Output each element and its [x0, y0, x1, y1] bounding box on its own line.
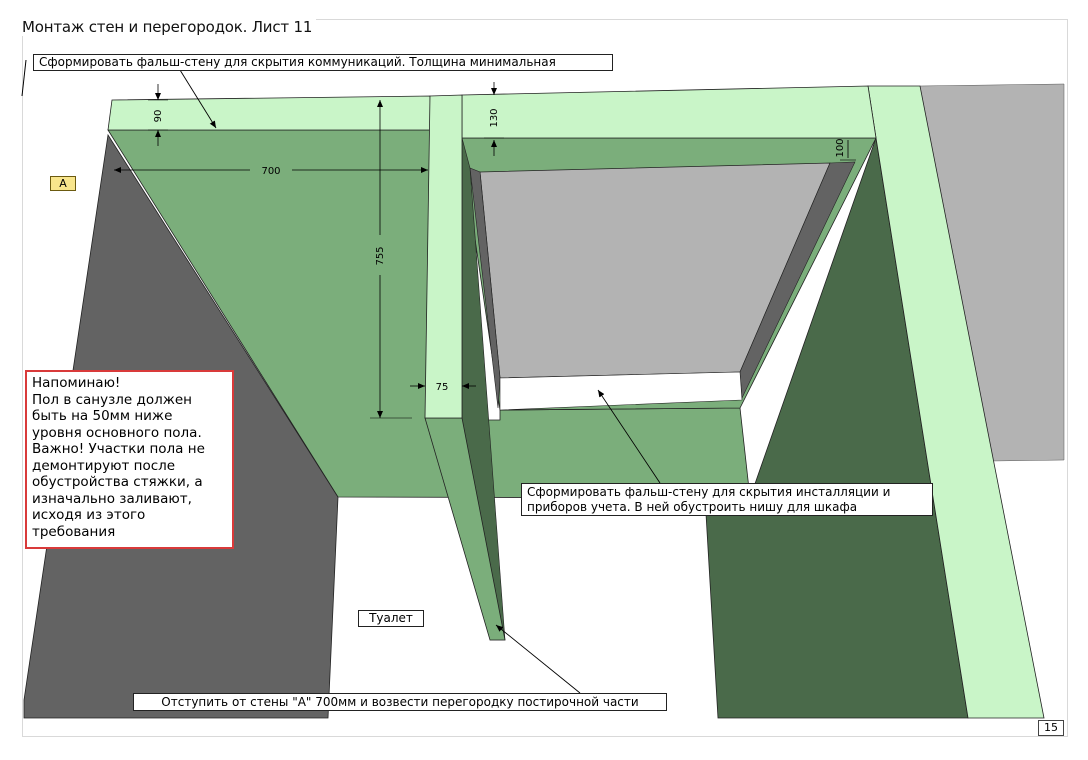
svg-text:75: 75: [436, 382, 449, 393]
room-label-toilet: Туалет: [358, 610, 424, 627]
leader-top: [179, 69, 217, 129]
reminder-line: демонтируют после: [32, 457, 176, 474]
svg-text:130: 130: [489, 108, 500, 127]
sheet-frame: [22, 19, 1068, 737]
leader-bottom: [495, 624, 581, 694]
niche-floor: [499, 371, 743, 411]
dimension-90: 90: [148, 84, 168, 146]
corner-line: [21, 59, 27, 97]
reminder-line: Напоминаю!: [32, 375, 121, 391]
reminder-line: Важно! Участки пола не: [32, 441, 205, 457]
svg-text:700: 700: [261, 166, 280, 177]
dimension-700: 700: [114, 166, 428, 177]
dimension-755: 755: [370, 100, 412, 419]
note-false-wall-communications: Сформировать фальш-стену для скрытия ком…: [33, 54, 613, 71]
wall-a-label: А: [50, 176, 76, 191]
reminder-line: изначально заливают,: [32, 490, 192, 507]
reminder-line: обустройства стяжки, а: [32, 474, 203, 490]
niche-back: [479, 162, 831, 379]
svg-text:755: 755: [375, 246, 386, 265]
reminder-line: Пол в санузле должен: [32, 391, 193, 408]
reminder-line: требования: [32, 523, 116, 540]
reminder-line: быть на 50мм ниже: [32, 408, 173, 424]
leader-install: [597, 389, 661, 484]
partition-edge: [424, 94, 463, 419]
reminder-box: Напоминаю! Пол в санузле должен быть на …: [25, 370, 234, 549]
svg-text:100: 100: [835, 138, 846, 157]
sheet-title: Монтаж стен и перегородок. Лист 11: [22, 18, 317, 36]
dimension-100: 100: [835, 138, 856, 161]
page-number: 15: [1038, 720, 1064, 736]
reminder-line: исходя из этого: [32, 507, 146, 523]
note-laundry-partition: Отступить от стены "А" 700мм и возвести …: [133, 693, 667, 711]
reminder-line: уровня основного пола.: [32, 424, 202, 441]
dimension-75: 75: [410, 378, 476, 394]
top-strip-right: [461, 85, 877, 139]
dimension-130: 130: [484, 82, 504, 156]
svg-text:90: 90: [153, 110, 164, 123]
note-false-wall-installation: Сформировать фальш-стену для скрытия инс…: [521, 483, 933, 516]
